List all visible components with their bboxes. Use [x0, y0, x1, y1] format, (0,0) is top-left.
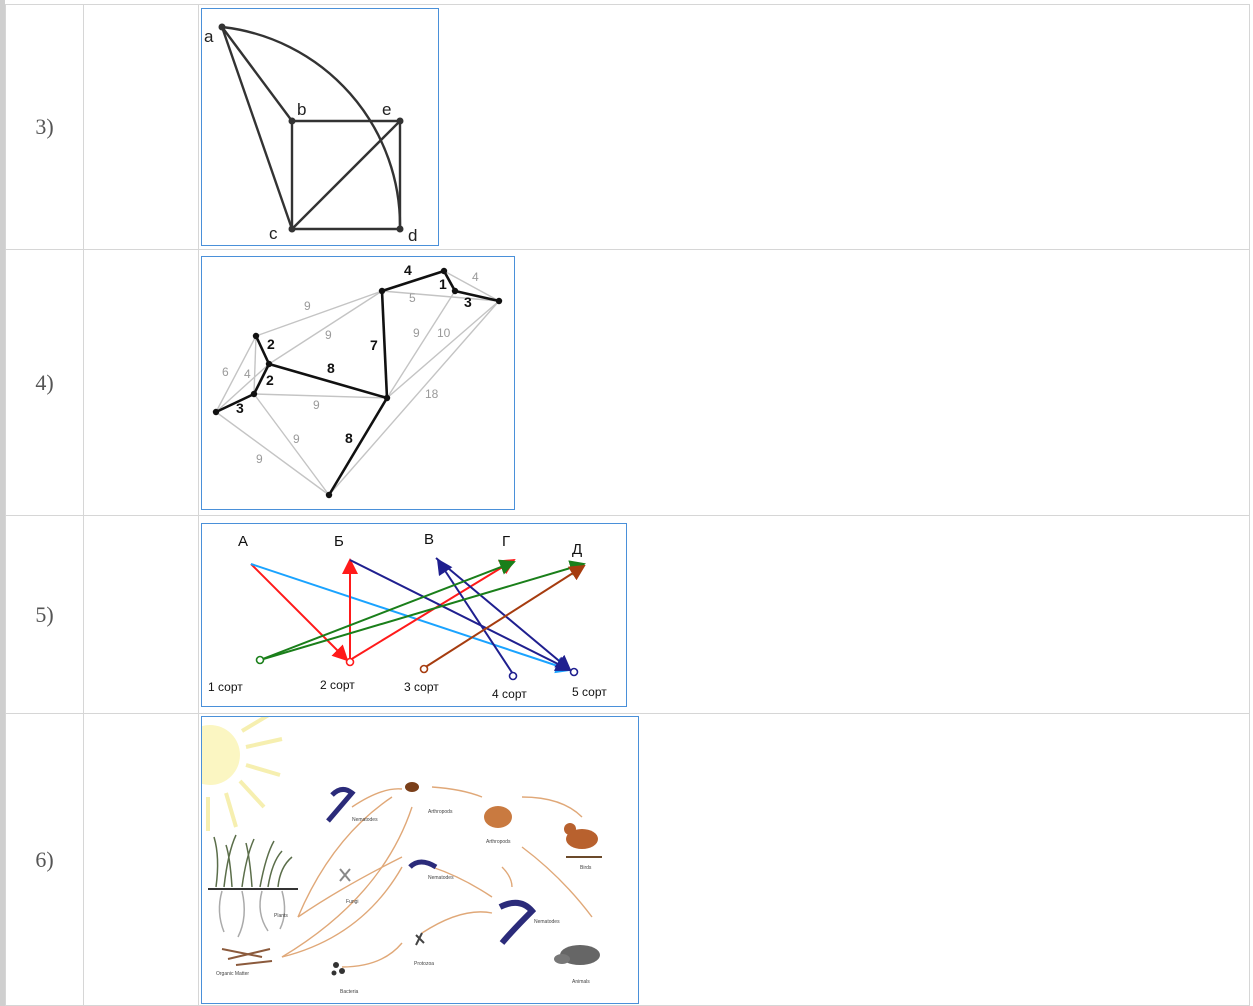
vertex-label: d	[408, 226, 417, 245]
edge-weight: 8	[345, 430, 353, 446]
graph-figure-3: a b e c d	[201, 8, 439, 246]
organism-label: Animals	[572, 979, 590, 985]
mite-icon	[484, 806, 512, 828]
figure-cell: А Б В Г Д 1 сорт 2 сорт 3 сорт 4 сорт 5 …	[199, 516, 1250, 714]
nematode-icon	[328, 789, 352, 821]
edge-weight: 1	[439, 276, 447, 292]
organism-label: Birds	[580, 865, 592, 871]
edge	[292, 121, 400, 229]
table-row: 5) А Б В Г Д 1 сорт	[6, 516, 1250, 714]
edge	[222, 27, 292, 121]
vertex-label: a	[204, 27, 214, 46]
row-number: 3)	[6, 5, 84, 250]
edge-weight: 4	[244, 367, 251, 381]
vertex	[219, 24, 226, 31]
edge-weight: 3	[464, 294, 472, 310]
organism-label: Bacteria	[340, 989, 359, 995]
organism-label: Nematodes	[534, 919, 560, 925]
edge-weight: 7	[370, 337, 378, 353]
organism-label: Plants	[274, 913, 288, 919]
answer-cell	[84, 714, 199, 1006]
figure-cell: Nematodes Arthropods Arthropods Birds Ne…	[199, 714, 1250, 1006]
consumer-label: 2 сорт	[320, 678, 355, 692]
edge-weight: 18	[425, 387, 439, 401]
mole-icon	[554, 945, 600, 965]
organism-label: Arthropods	[486, 839, 511, 845]
vertex	[397, 118, 404, 125]
arc-edge	[222, 27, 400, 229]
supplier-label: Г	[502, 533, 510, 550]
vertex	[289, 118, 296, 125]
bird-icon	[564, 823, 602, 857]
consumer-label: 1 сорт	[208, 680, 243, 694]
edge-weight: 8	[327, 360, 335, 376]
supplier-label: В	[424, 531, 434, 548]
edge-weight: 4	[404, 262, 412, 278]
vertex-label: b	[297, 100, 306, 119]
transport-diagram-5: А Б В Г Д 1 сорт 2 сорт 3 сорт 4 сорт 5 …	[201, 523, 627, 707]
edge-weight: 6	[222, 365, 229, 379]
soil-food-web-6: Nematodes Arthropods Arthropods Birds Ne…	[201, 716, 639, 1004]
bacteria-icon	[332, 962, 346, 976]
edge-weight: 9	[256, 452, 263, 466]
edge-weight: 9	[325, 328, 332, 342]
row-number: 6)	[6, 714, 84, 1006]
edge-weight: 9	[293, 432, 300, 446]
consumer-label: 3 сорт	[404, 680, 439, 694]
table-row: 4)	[6, 250, 1250, 516]
figure-cell: a b e c d	[199, 5, 1250, 250]
edge-weight: 3	[236, 400, 244, 416]
organism-label: Organic Matter	[216, 971, 249, 977]
supplier-label: Д	[572, 541, 582, 558]
figure-cell: 4 1 3 7 2 2 8 3 8 4 5 9 9 9 10	[199, 250, 1250, 516]
nematode-icon	[500, 902, 532, 942]
arthropod-icon	[405, 782, 419, 792]
organism-label: Arthropods	[428, 809, 453, 815]
supplier-label: А	[238, 533, 248, 550]
edge-weight: 10	[437, 326, 451, 340]
table-row: 3)	[6, 5, 1250, 250]
row-number: 4)	[6, 250, 84, 516]
sun-illustration	[201, 716, 282, 831]
plants-illustration	[208, 835, 298, 937]
edge-weight: 9	[413, 326, 420, 340]
graph-figure-4: 4 1 3 7 2 2 8 3 8 4 5 9 9 9 10	[201, 256, 515, 510]
edge	[222, 27, 292, 229]
answer-cell	[84, 250, 199, 516]
edge-weight: 9	[304, 299, 311, 313]
organic-matter-illustration	[222, 949, 272, 965]
edge-weight: 2	[267, 336, 275, 352]
organism-label: Fungi	[346, 899, 359, 905]
edge-weight: 9	[313, 398, 320, 412]
vertex	[289, 226, 296, 233]
vertex-label: c	[269, 224, 278, 243]
organism-label: Nematodes	[352, 817, 378, 823]
edge-weight: 2	[266, 372, 274, 388]
answer-cell	[84, 516, 199, 714]
nematode-icon	[410, 862, 436, 867]
row-number: 5)	[6, 516, 84, 714]
vertex-label: e	[382, 100, 391, 119]
table-row: 6)	[6, 714, 1250, 1006]
organism-label: Nematodes	[428, 875, 454, 881]
answer-cell	[84, 5, 199, 250]
protozoa-icon	[416, 933, 424, 945]
consumer-label: 5 сорт	[572, 685, 607, 699]
fungi-icon	[340, 869, 350, 881]
organism-label: Protozoa	[414, 961, 434, 967]
question-table: 3)	[5, 4, 1250, 1006]
consumer-label: 4 сорт	[492, 687, 527, 701]
edge-weight: 5	[409, 291, 416, 305]
vertex	[397, 226, 404, 233]
supplier-label: Б	[334, 533, 344, 550]
edge-weight: 4	[472, 270, 479, 284]
